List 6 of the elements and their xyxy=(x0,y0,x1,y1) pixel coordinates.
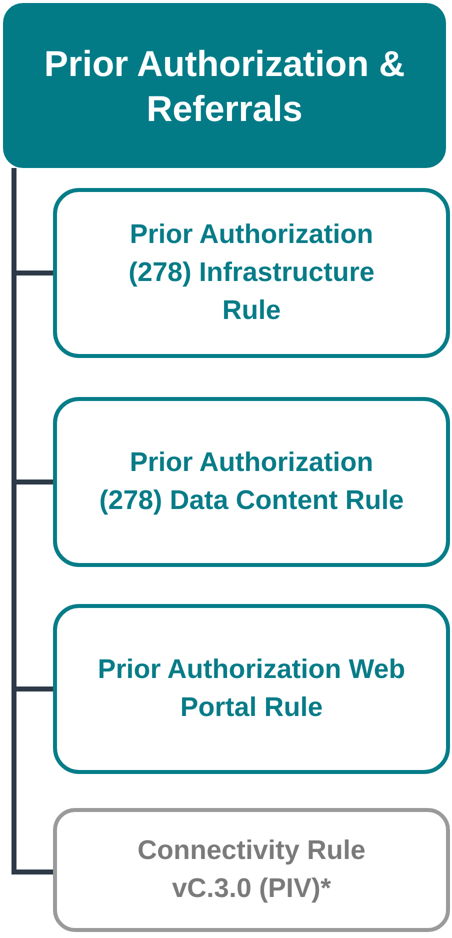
title-text: Prior Authorization & Referrals xyxy=(43,42,406,130)
rule-name: Prior Authorization (278) Data Content Rule xyxy=(98,446,405,517)
rule-name: Prior Authorization (278) Infrastructure Rule xyxy=(127,218,376,327)
rule-name: Prior Authorization Web Portal Rule xyxy=(96,653,406,724)
rule-name: Connectivity Rule vC.3.0 (PIV)* xyxy=(136,834,367,905)
title-box xyxy=(3,3,446,168)
